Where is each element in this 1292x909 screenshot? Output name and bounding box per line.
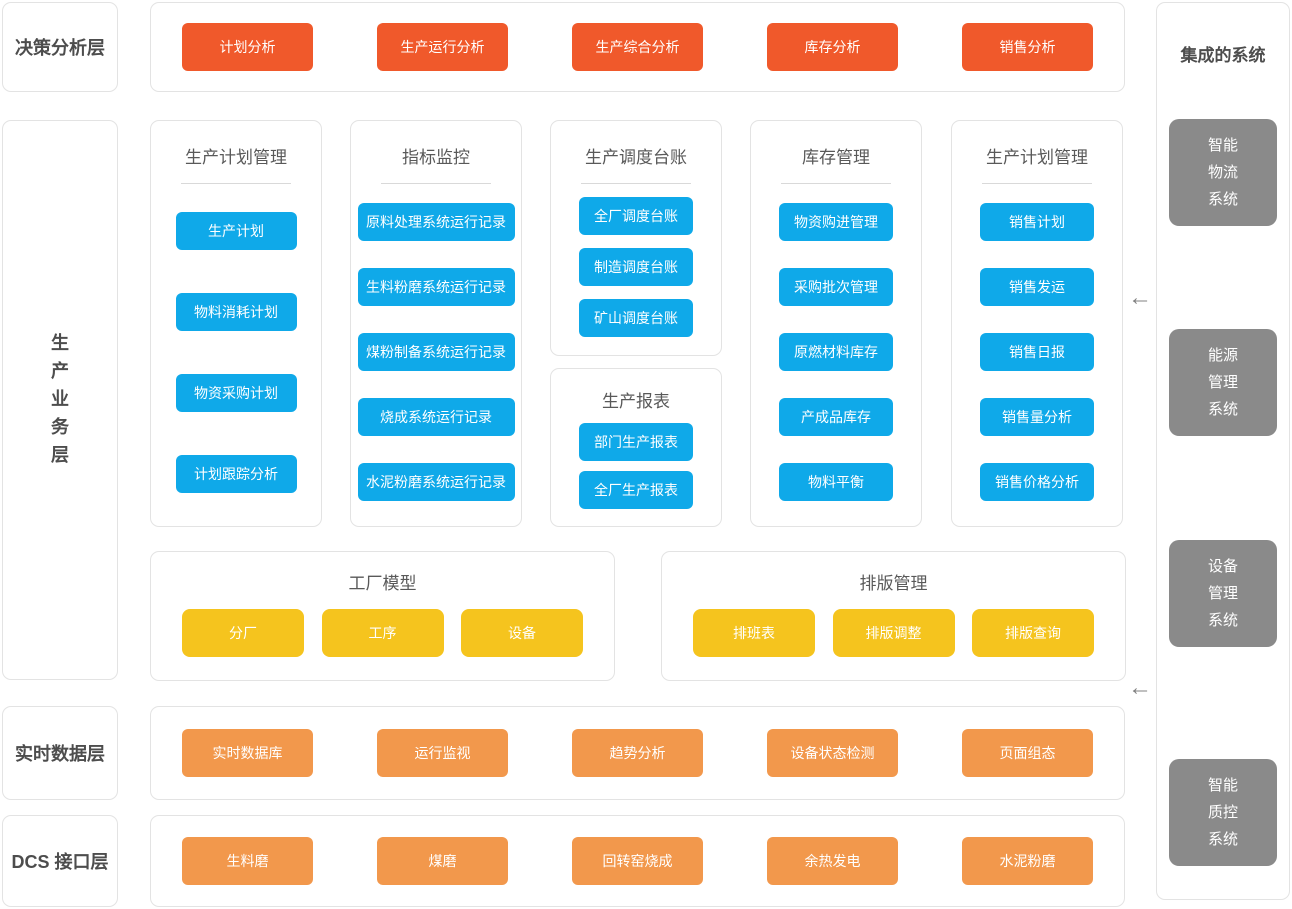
energy-management-system-label: 能源 管理 系统: [1207, 347, 1238, 418]
card-title: 排版管理: [859, 574, 928, 593]
sales-plan-button[interactable]: 销售计划: [980, 203, 1094, 242]
whole-plant-dispatch-ledger-button[interactable]: 全厂调度台账: [579, 196, 693, 235]
layer-label-decision: 决策分析层: [2, 2, 118, 92]
card-production-plan-management: 生产计划管理 生产计划 物料消耗计划 物资采购计划 计划跟踪分析: [150, 120, 322, 527]
sales-volume-analysis-button[interactable]: 销售量分析: [980, 397, 1094, 436]
layer-label-decision-text: 决策分析层: [15, 38, 105, 58]
decision-analysis-row: 计划分析 生产运行分析 生产综合分析 库存分析 销售分析: [150, 2, 1125, 92]
manufacturing-dispatch-ledger-button[interactable]: 制造调度台账: [579, 247, 693, 286]
card-buttons: 销售计划 销售发运 销售日报 销售量分析 销售价格分析: [952, 184, 1122, 526]
plan-tracking-analysis-button[interactable]: 计划跟踪分析: [175, 454, 297, 493]
card-buttons: 生产计划 物料消耗计划 物资采购计划 计划跟踪分析: [151, 184, 321, 526]
card-inventory-management: 库存管理 物资购进管理 采购批次管理 原燃材料库存 产成品库存 物料平衡: [750, 120, 922, 527]
layer-label-dcs: DCS 接口层: [2, 815, 118, 907]
raw-fuel-material-inventory-button[interactable]: 原燃材料库存: [779, 332, 893, 371]
mine-dispatch-ledger-button[interactable]: 矿山调度台账: [579, 298, 693, 337]
layer-label-realtime: 实时数据层: [2, 706, 118, 800]
card-title: 生产计划管理: [185, 148, 287, 167]
smart-quality-control-system-label: 智能 质控 系统: [1207, 777, 1238, 848]
page-configuration-button[interactable]: 页面组态: [962, 729, 1093, 777]
whole-plant-production-report-button[interactable]: 全厂生产报表: [579, 471, 693, 509]
divider: [581, 183, 691, 184]
material-purchase-plan-button[interactable]: 物资采购计划: [175, 373, 297, 412]
card-buttons: 物资购进管理 采购批次管理 原燃材料库存 产成品库存 物料平衡: [751, 184, 921, 526]
finished-product-inventory-button[interactable]: 产成品库存: [779, 397, 893, 436]
smart-logistics-system-box[interactable]: 智能 物流 系统: [1169, 119, 1277, 226]
integrated-systems-title: 集成的系统: [1180, 46, 1266, 65]
coal-powder-preparation-record-button[interactable]: 煤粉制备系统运行记录: [357, 332, 515, 371]
equipment-button[interactable]: 设备: [461, 609, 583, 657]
card-scheduling-management: 排版管理 排班表 排版调整 排版查询: [661, 551, 1126, 681]
burning-system-record-button[interactable]: 烧成系统运行记录: [357, 397, 515, 436]
process-button[interactable]: 工序: [321, 609, 444, 657]
material-consumption-plan-button[interactable]: 物料消耗计划: [175, 292, 297, 331]
card-buttons: 全厂调度台账 制造调度台账 矿山调度台账: [551, 184, 721, 355]
card-buttons: 原料处理系统运行记录 生料粉磨系统运行记录 煤粉制备系统运行记录 烧成系统运行记…: [351, 184, 521, 526]
layer-label-business-text: 生 产 业 务 层: [51, 333, 69, 465]
realtime-data-row: 实时数据库 运行监视 趋势分析 设备状态检测 页面组态: [150, 706, 1125, 800]
purchase-batch-management-button[interactable]: 采购批次管理: [779, 268, 893, 307]
plan-analysis-button[interactable]: 计划分析: [182, 23, 313, 71]
operation-monitoring-button[interactable]: 运行监视: [377, 729, 508, 777]
equipment-management-system-label: 设备 管理 系统: [1207, 558, 1238, 629]
smart-quality-control-system-box[interactable]: 智能 质控 系统: [1169, 759, 1277, 866]
raw-mill-button[interactable]: 生料磨: [182, 837, 313, 885]
card-production-report: 生产报表 部门生产报表 全厂生产报表: [550, 368, 722, 527]
divider: [181, 183, 291, 184]
trend-analysis-button[interactable]: 趋势分析: [572, 729, 703, 777]
branch-factory-button[interactable]: 分厂: [182, 609, 304, 657]
card-title: 工厂模型: [348, 574, 417, 593]
divider: [381, 183, 491, 184]
layer-label-realtime-text: 实时数据层: [15, 744, 105, 764]
card-factory-model: 工厂模型 分厂 工序 设备: [150, 551, 615, 681]
cement-grinding-record-button[interactable]: 水泥粉磨系统运行记录: [357, 462, 515, 501]
card-buttons: 部门生产报表 全厂生产报表: [551, 412, 721, 526]
raw-material-processing-record-button[interactable]: 原料处理系统运行记录: [357, 203, 515, 242]
card-indicator-monitoring: 指标监控 原料处理系统运行记录 生料粉磨系统运行记录 煤粉制备系统运行记录 烧成…: [350, 120, 522, 527]
integrated-systems-panel: 集成的系统 智能 物流 系统 能源 管理 系统 设备 管理 系统 智能 质控 系…: [1156, 2, 1290, 900]
smart-logistics-system-label: 智能 物流 系统: [1207, 137, 1238, 208]
card-production-dispatch-ledger: 生产调度台账 全厂调度台账 制造调度台账 矿山调度台账: [550, 120, 722, 356]
material-balance-button[interactable]: 物料平衡: [779, 462, 893, 501]
equipment-status-detection-button[interactable]: 设备状态检测: [767, 729, 898, 777]
sales-shipment-button[interactable]: 销售发运: [980, 268, 1094, 307]
card-title: 指标监控: [402, 148, 470, 167]
card-title: 生产报表: [602, 392, 670, 411]
energy-management-system-box[interactable]: 能源 管理 系统: [1169, 329, 1277, 436]
schedule-query-button[interactable]: 排版查询: [972, 609, 1094, 657]
shift-schedule-button[interactable]: 排班表: [693, 609, 815, 657]
equipment-management-system-box[interactable]: 设备 管理 系统: [1169, 540, 1277, 647]
production-comprehensive-analysis-button[interactable]: 生产综合分析: [572, 23, 703, 71]
rotary-kiln-burning-button[interactable]: 回转窑烧成: [572, 837, 703, 885]
card-buttons: 分厂 工序 设备: [151, 609, 614, 657]
card-buttons: 排班表 排版调整 排版查询: [662, 609, 1125, 657]
department-production-report-button[interactable]: 部门生产报表: [579, 423, 693, 461]
layer-label-business: 生 产 业 务 层: [2, 120, 118, 680]
cement-grinding-button[interactable]: 水泥粉磨: [962, 837, 1093, 885]
dcs-interface-row: 生料磨 煤磨 回转窑烧成 余热发电 水泥粉磨: [150, 815, 1125, 907]
card-title: 生产调度台账: [585, 148, 687, 167]
production-plan-button[interactable]: 生产计划: [175, 211, 297, 250]
card-sales-plan-management: 生产计划管理 销售计划 销售发运 销售日报 销售量分析 销售价格分析: [951, 120, 1123, 527]
raw-meal-grinding-record-button[interactable]: 生料粉磨系统运行记录: [357, 268, 515, 307]
card-title: 库存管理: [802, 148, 870, 167]
sales-price-analysis-button[interactable]: 销售价格分析: [980, 462, 1094, 501]
divider: [982, 183, 1092, 184]
sales-daily-report-button[interactable]: 销售日报: [980, 332, 1094, 371]
sales-analysis-button[interactable]: 销售分析: [962, 23, 1093, 71]
layer-label-dcs-text: DCS 接口层: [11, 852, 109, 872]
waste-heat-power-button[interactable]: 余热发电: [767, 837, 898, 885]
left-arrow-icon: ←: [1128, 674, 1152, 701]
schedule-adjustment-button[interactable]: 排版调整: [832, 609, 955, 657]
coal-mill-button[interactable]: 煤磨: [377, 837, 508, 885]
material-purchase-management-button[interactable]: 物资购进管理: [779, 203, 893, 242]
inventory-analysis-button[interactable]: 库存分析: [767, 23, 898, 71]
divider: [781, 183, 891, 184]
production-operation-analysis-button[interactable]: 生产运行分析: [377, 23, 508, 71]
realtime-database-button[interactable]: 实时数据库: [182, 729, 313, 777]
left-arrow-icon: ←: [1128, 284, 1152, 311]
card-title: 生产计划管理: [986, 148, 1088, 167]
